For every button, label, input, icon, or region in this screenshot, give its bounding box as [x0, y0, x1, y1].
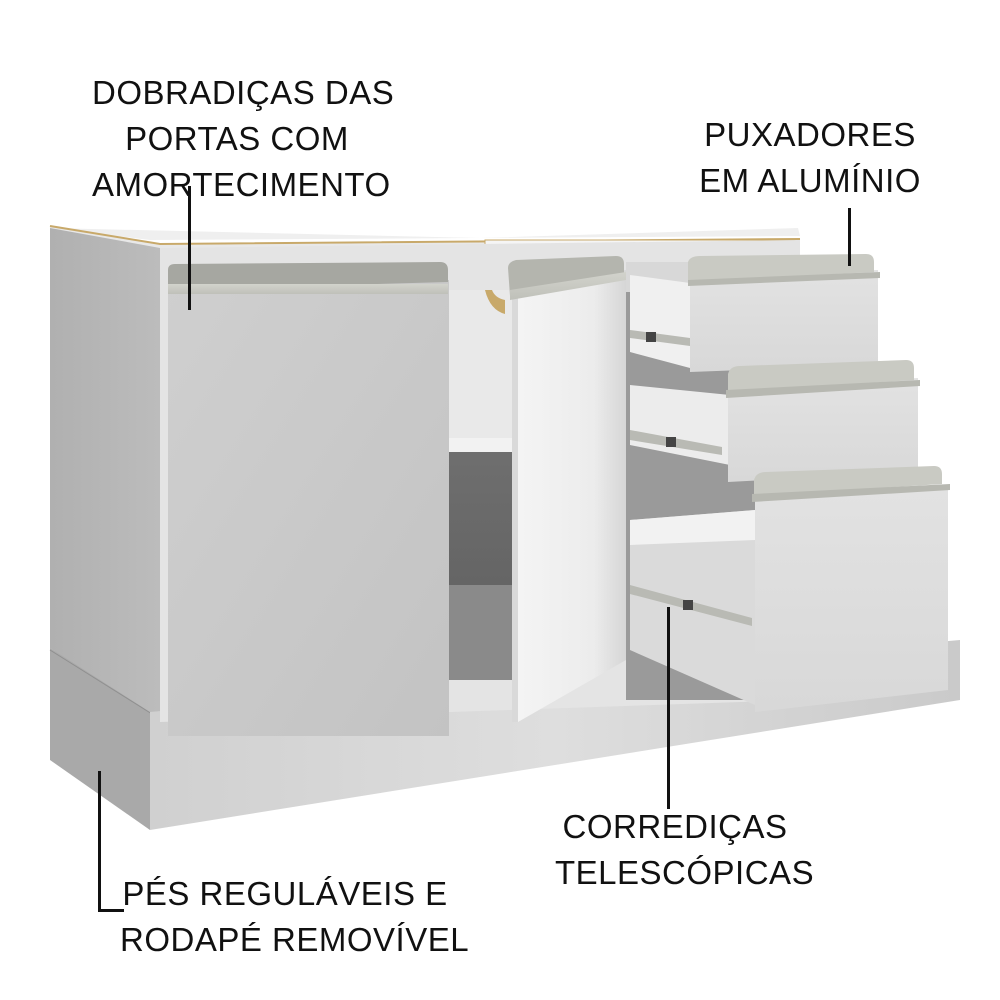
left-door: [168, 262, 449, 736]
leader-line-feet-horizontal: [98, 909, 124, 912]
callout-hinges: DOBRADIÇAS DAS PORTAS COM AMORTECIMENTO: [92, 70, 395, 208]
callout-handles: PUXADORES EM ALUMÍNIO: [690, 112, 930, 204]
drawer-handle: [752, 484, 950, 502]
callout-handles-line-2: EM ALUMÍNIO: [699, 162, 921, 199]
telescopic-slide: [630, 330, 690, 346]
callout-slides-line-2: TELESCÓPICAS: [555, 854, 815, 891]
drawer-handle: [688, 272, 880, 286]
callout-hinges-line-1: DOBRADIÇAS DAS: [92, 74, 395, 111]
door-handle: [510, 272, 626, 300]
drawer-middle: [630, 360, 920, 482]
callout-slides-line-1: CORREDIÇAS: [562, 808, 788, 845]
callout-hinges-line-3: AMORTECIMENTO: [92, 166, 391, 203]
callout-feet-line-2: RODAPÉ REMOVÍVEL: [120, 921, 470, 958]
leader-line-feet-vertical: [98, 771, 101, 912]
leader-line-handles: [848, 208, 851, 266]
leader-line-hinges: [188, 186, 191, 310]
drawer-top: [630, 254, 880, 372]
leader-line-slides: [667, 607, 670, 809]
left-side-panel: [49, 228, 160, 830]
door-handle: [168, 284, 448, 294]
callout-slides: CORREDIÇAS TELESCÓPICAS: [555, 804, 815, 896]
drawer-handle: [726, 380, 920, 398]
door-interior: [448, 290, 518, 680]
callout-feet-line-1: PÉS REGULÁVEIS E: [122, 875, 448, 912]
drawer-bottom: [630, 466, 950, 712]
callout-feet: PÉS REGULÁVEIS E RODAPÉ REMOVÍVEL: [120, 871, 470, 963]
open-door: [508, 256, 626, 722]
callout-hinges-line-2: PORTAS COM: [125, 120, 349, 157]
hinge-icon: [485, 290, 505, 314]
callout-handles-line-1: PUXADORES: [704, 116, 916, 153]
